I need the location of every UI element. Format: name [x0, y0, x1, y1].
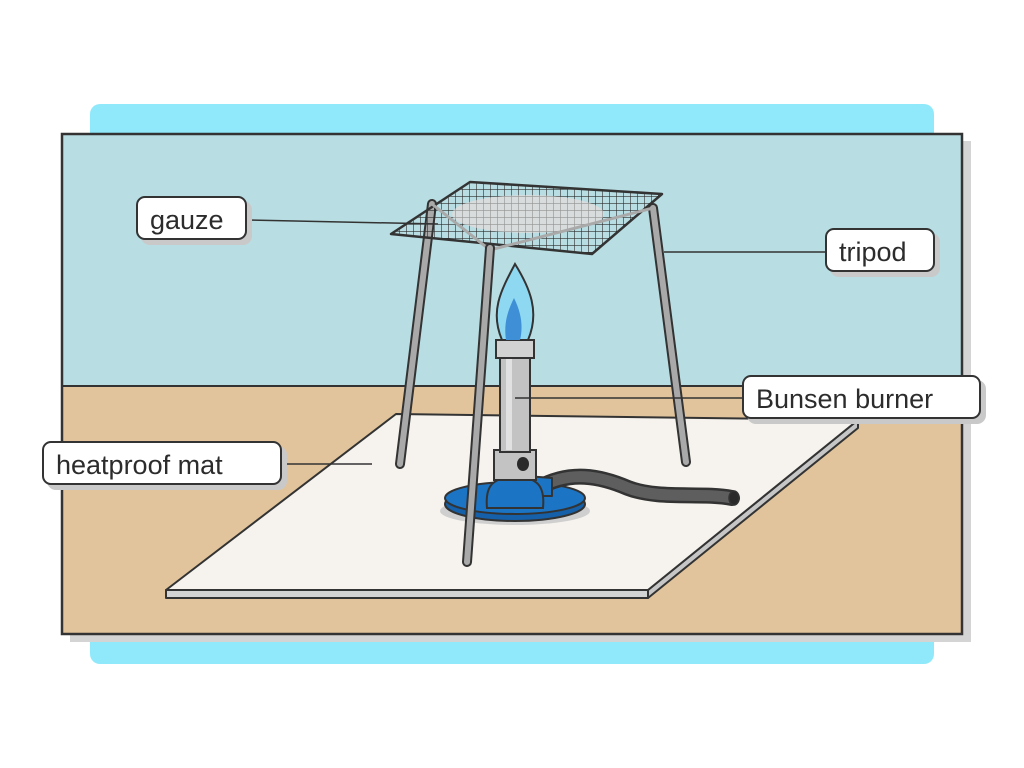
mat-front-edge — [165, 589, 649, 599]
leader-lines — [246, 219, 825, 465]
tripod-back-legs — [395, 199, 691, 469]
tripod-front — [431, 202, 654, 567]
label-bunsen-burner: Bunsen burner — [742, 375, 981, 419]
gas-hose-opening — [728, 490, 740, 506]
label-heatproof-mat: heatproof mat — [42, 441, 282, 485]
gauze — [389, 180, 664, 256]
label-tripod: tripod — [825, 228, 935, 272]
burner-collar — [493, 449, 537, 481]
burner-barrel — [499, 355, 531, 453]
label-gauze: gauze — [136, 196, 247, 240]
air-hole — [517, 457, 529, 471]
leader-gauze — [246, 219, 439, 225]
burner-top-cap — [495, 339, 535, 359]
barrel-highlight — [506, 358, 512, 450]
bunsen-burner — [440, 262, 740, 525]
flame-inner — [505, 298, 522, 340]
gas-hose — [532, 471, 738, 504]
